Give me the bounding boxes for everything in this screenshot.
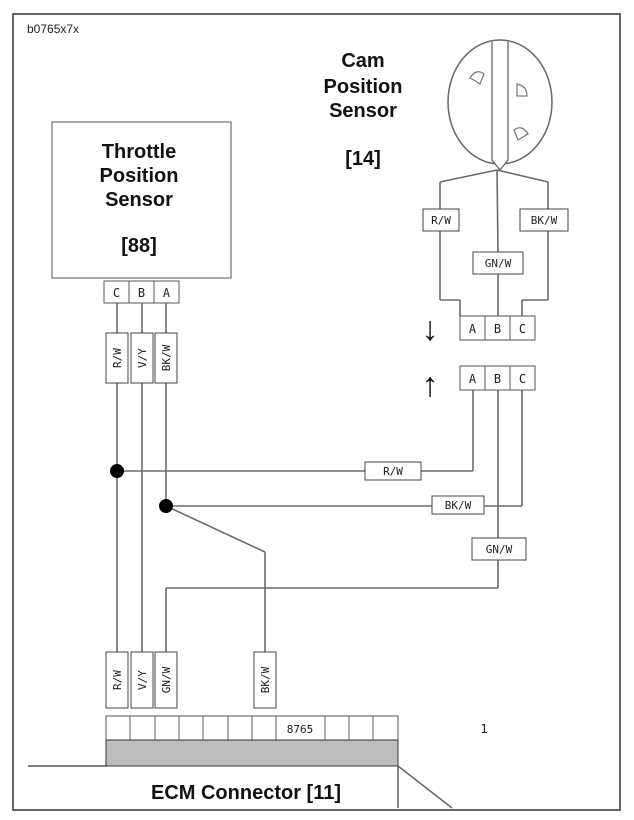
throttle-sensor-ref: [88]	[121, 235, 157, 257]
throttle-sensor-title-2: Position	[100, 165, 179, 187]
throttle-sensor-connector: C B A	[103, 280, 180, 304]
cam-sensor-title-2: Position	[324, 76, 403, 98]
cam-sensor-ref: [14]	[345, 148, 381, 170]
rw-horizontal-tag	[364, 461, 422, 481]
tps-vy-label: V/Y	[136, 348, 149, 368]
cam-connector-lower: A B C	[459, 365, 536, 391]
cam-upper-pin-a: A	[469, 322, 477, 336]
cam-sensor-title-3: Sensor	[329, 100, 397, 122]
throttle-sensor-title-1: Throttle	[102, 141, 176, 163]
cam-lower-pin-a: A	[469, 372, 477, 386]
ecm-connector-label: ECM Connector [11]	[151, 782, 341, 804]
tps-rw-label: R/W	[111, 348, 124, 368]
ecm-bkw-label: BK/W	[259, 666, 272, 693]
gnw-vertical-label: GN/W	[486, 543, 513, 556]
ecm-gnw-label: GN/W	[160, 666, 173, 693]
ecm-pin-row: 8765	[105, 715, 399, 741]
tps-pin-b: B	[138, 286, 145, 300]
rw-horizontal-label: R/W	[383, 465, 403, 478]
cam-upper-pin-c: C	[519, 322, 526, 336]
splice-rw	[110, 464, 124, 478]
arrow-up-icon: ↑	[422, 366, 439, 404]
cam-bkw-label: BK/W	[531, 214, 558, 227]
tps-wire-labels: R/W V/Y BK/W	[105, 332, 178, 384]
cam-sensor-title-1: Cam	[341, 50, 384, 72]
cam-sensor-disc-icon	[447, 39, 553, 172]
bkw-horizontal-label: BK/W	[445, 499, 472, 512]
cam-gnw-label: GN/W	[485, 257, 512, 270]
cam-lower-pin-c: C	[519, 372, 526, 386]
ecm-wire-labels: R/W V/Y GN/W BK/W	[105, 651, 277, 709]
tps-bkw-label: BK/W	[160, 344, 173, 371]
ecm-pin-numbers: 8765	[287, 723, 314, 736]
cam-rw-tag	[422, 208, 460, 232]
figure-id: b0765x7x	[27, 22, 79, 36]
cam-connector-upper: A B C	[459, 315, 536, 341]
diagram-border	[12, 13, 621, 811]
tps-pin-a: A	[163, 286, 171, 300]
bkw-horizontal-tag	[431, 495, 485, 515]
splice-bkw	[159, 499, 173, 513]
cam-sensor-harness	[439, 169, 549, 316]
ecm-connector-body	[105, 739, 399, 767]
tps-pin-c: C	[113, 286, 120, 300]
cam-rw-label: R/W	[431, 214, 451, 227]
ecm-vy-label: V/Y	[136, 670, 149, 690]
cam-gnw-tag	[472, 251, 524, 275]
throttle-sensor-box	[51, 121, 232, 279]
throttle-sensor-title-3: Sensor	[105, 189, 173, 211]
ecm-rw-label: R/W	[111, 670, 124, 690]
gnw-vertical-tag	[471, 537, 527, 561]
ecm-pin-one: 1	[480, 722, 487, 736]
cam-lower-pin-b: B	[494, 372, 501, 386]
cam-bkw-tag	[519, 208, 569, 232]
arrow-down-icon: ↓	[422, 310, 439, 348]
cam-upper-pin-b: B	[494, 322, 501, 336]
